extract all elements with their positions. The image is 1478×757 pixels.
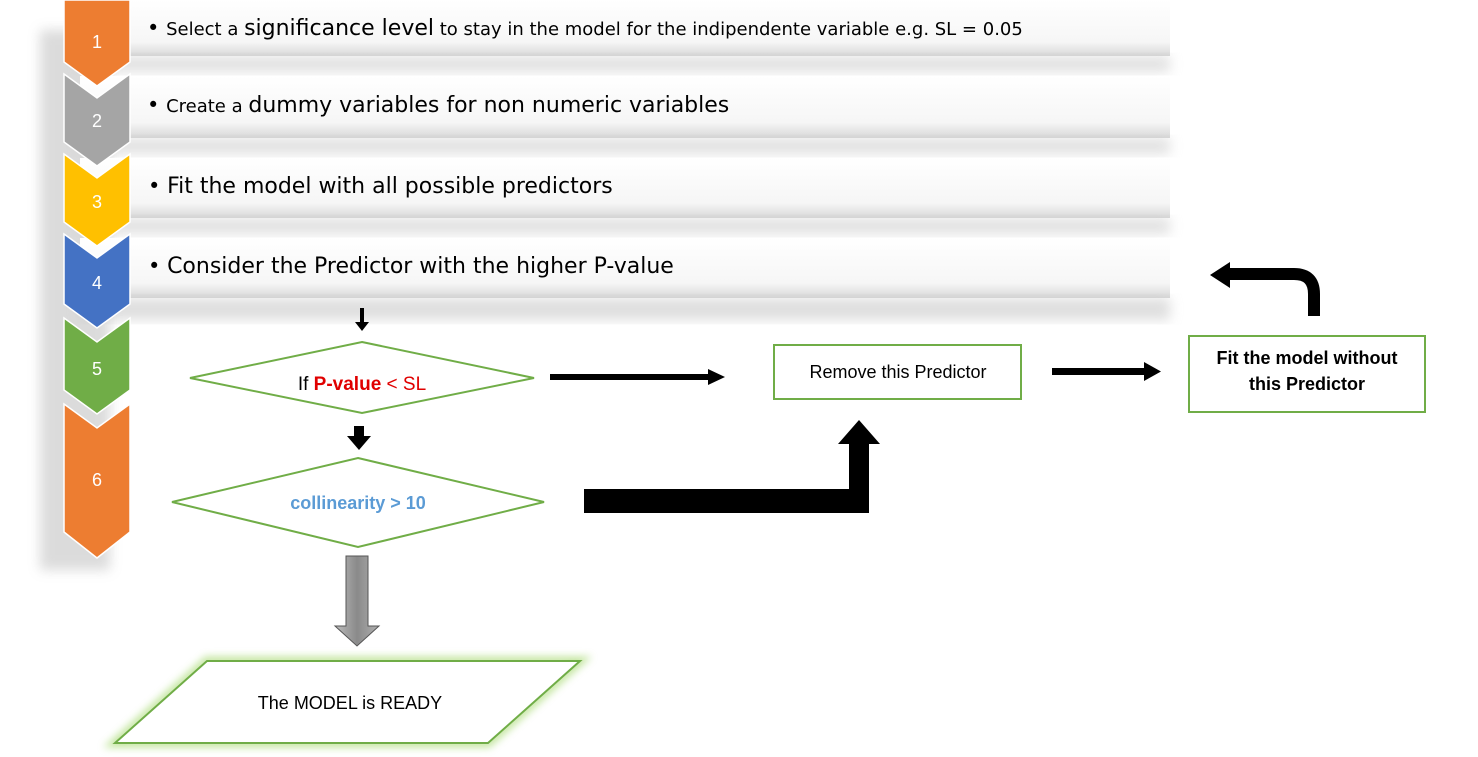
pvalue-bold: P-value — [314, 374, 382, 395]
chevron-step-4: 4 — [63, 232, 131, 329]
decision-collinearity-text: collinearity > 10 — [290, 493, 426, 513]
decision-pvalue-text: If P-value < SL — [298, 374, 426, 395]
model-ready-text: The MODEL is READY — [258, 693, 442, 713]
step-2-text-part: dummy variables for non numeric variable… — [248, 93, 729, 118]
chevron-1-shape — [63, 0, 131, 87]
arrow-down-to-pvalue — [355, 308, 369, 331]
model-ready-shape — [112, 660, 583, 744]
step-1-text-part: significance level — [244, 16, 434, 41]
chevron-step-6: 6 — [63, 402, 131, 559]
decision-collinearity-shape — [171, 456, 545, 549]
chevron-5-shape — [63, 316, 131, 415]
step-1-text: • Select a significance level to stay in… — [147, 16, 1023, 41]
step-2-text-part: Create a — [166, 96, 248, 117]
decision-pvalue: If P-value < SL — [189, 340, 535, 415]
fit-model-box: Fit the model without this Predictor — [1188, 335, 1426, 413]
chevron-step-1: 1 — [63, 0, 131, 87]
chevron-3-number: 3 — [92, 192, 102, 212]
model-ready-box: The MODEL is READY — [103, 656, 592, 748]
pvalue-prefix: If — [298, 374, 314, 395]
step-1-text-part: to stay in the model for the indipendent… — [434, 19, 1023, 40]
chevron-3-shape — [63, 152, 131, 247]
chevron-step-2: 2 — [63, 72, 131, 167]
bullet-icon: • — [147, 16, 166, 40]
chevron-4-shape — [63, 232, 131, 329]
arrow-loop-back — [1210, 262, 1320, 316]
bullet-icon: • — [148, 174, 167, 198]
step-bar-2: • Create a dummy variables for non numer… — [80, 76, 1170, 154]
chevron-6-number: 6 — [92, 470, 102, 490]
arrow-bent-collinearity-to-remove — [584, 420, 880, 513]
step-2-text: • Create a dummy variables for non numer… — [147, 93, 729, 118]
chevron-6-shape — [63, 402, 131, 559]
step-bar-4: • Consider the Predictor with the higher… — [80, 238, 1170, 320]
step-3-text-part: Fit the model with all possible predicto… — [167, 174, 613, 199]
chevron-1-number: 1 — [92, 32, 102, 52]
step-1-text-part: Select a — [166, 19, 244, 40]
arrow-right-to-remove — [550, 369, 725, 385]
arrow-right-to-fit — [1052, 362, 1161, 381]
bullet-icon: • — [148, 254, 167, 278]
bullet-icon: • — [147, 93, 166, 117]
step-4-text: • Consider the Predictor with the higher… — [148, 254, 674, 279]
fit-model-line-1: Fit the model without — [1217, 348, 1398, 368]
step-bar-3: • Fit the model with all possible predic… — [80, 158, 1170, 234]
arrow-down-to-ready — [333, 555, 381, 647]
arrow-down-to-collinearity — [347, 426, 371, 450]
step-3-text: • Fit the model with all possible predic… — [148, 174, 613, 199]
chevron-step-3: 3 — [63, 152, 131, 247]
step-bar-1: • Select a significance level to stay in… — [80, 0, 1170, 72]
chevron-2-number: 2 — [92, 111, 102, 131]
fit-model-line-2: this Predictor — [1249, 374, 1365, 394]
chevron-4-number: 4 — [92, 273, 102, 293]
decision-pvalue-shape — [189, 340, 535, 415]
chevron-5-number: 5 — [92, 359, 102, 379]
chevron-step-5: 5 — [63, 316, 131, 415]
remove-predictor-text: Remove this Predictor — [809, 362, 986, 382]
decision-collinearity: collinearity > 10 — [147, 456, 545, 549]
step-4-text-part: Consider the Predictor with the higher P… — [167, 254, 674, 279]
pvalue-suffix: < SL — [381, 374, 426, 395]
remove-predictor-box: Remove this Predictor — [773, 344, 1022, 400]
chevron-2-shape — [63, 72, 131, 167]
